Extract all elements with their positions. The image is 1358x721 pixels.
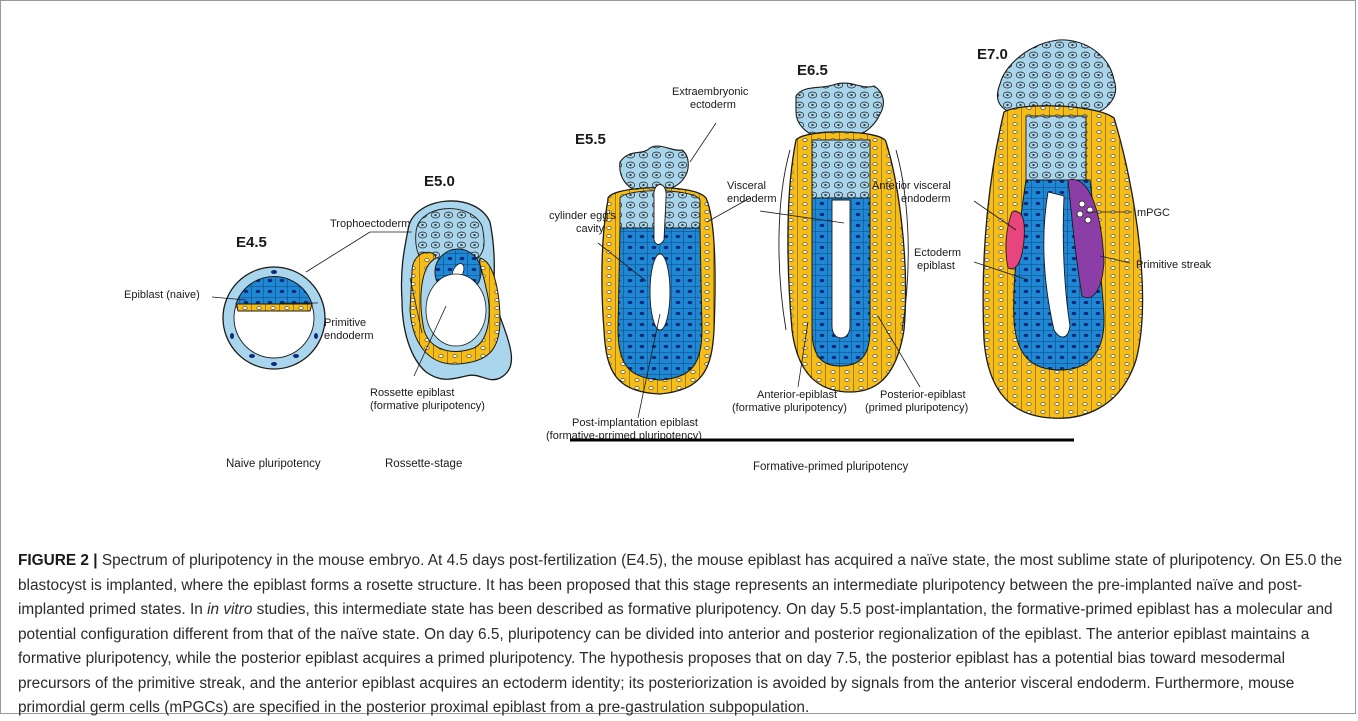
stage-e70: E7.0 <box>977 46 1008 63</box>
caption-label: FIGURE 2 | <box>18 552 98 569</box>
label-visceral-endoderm-2: endoderm <box>727 193 777 205</box>
stage-e55: E5.5 <box>575 131 606 148</box>
label-epiblast-naive: Epiblast (naive) <box>124 289 200 301</box>
label-extraembryonic-1: Extraembryonic <box>672 86 749 98</box>
label-post-implantation-1: Post-implantation epiblast <box>572 417 698 429</box>
e65-embryo <box>779 83 908 392</box>
label-trophoectoderm: Trophoectoderm <box>330 218 410 230</box>
category-formative-primed: Formative-primed pluripotency <box>753 461 909 473</box>
label-visceral-endoderm-1: Visceral <box>727 180 766 192</box>
label-posterior-epiblast-2: (primed pluripotency) <box>865 402 968 414</box>
figure-caption: FIGURE 2 | Spectrum of pluripotency in t… <box>18 549 1346 721</box>
label-anterior-visceral-1: Anterior visceral <box>872 180 951 192</box>
e50-embryo <box>401 201 511 380</box>
label-anterior-visceral-2: endoderm <box>901 193 951 205</box>
label-primitive-streak: Primitive streak <box>1136 259 1212 271</box>
label-ectoderm-epiblast-2: epiblast <box>917 260 955 272</box>
e55-embryo <box>602 146 715 394</box>
stage-e65: E6.5 <box>797 62 828 79</box>
label-rossette-epiblast-2: (formative pluripotency) <box>370 400 485 412</box>
stage-e50: E5.0 <box>424 173 455 190</box>
e70-embryo <box>983 40 1142 418</box>
category-labels: Naive pluripotency Rossette-stage Format… <box>226 458 909 473</box>
label-anterior-epiblast-2: (formative pluripotency) <box>732 402 847 414</box>
label-mpgc: mPGC <box>1137 207 1170 219</box>
caption-text-2: studies, this intermediate state has bee… <box>18 601 1333 716</box>
label-ectoderm-epiblast-1: Ectoderm <box>914 247 961 259</box>
stage-e45: E4.5 <box>236 234 267 251</box>
figure-illustration: E4.5 E5.0 E5.5 E6.5 E7.0 Trophoectoderm … <box>0 0 1358 545</box>
label-anterior-epiblast-1: Anterior-epiblast <box>757 389 837 401</box>
e45-embryo <box>223 267 325 369</box>
label-posterior-epiblast-1: Posterior-epiblast <box>880 389 966 401</box>
caption-italic: in vitro <box>207 601 252 618</box>
category-naive: Naive pluripotency <box>226 458 321 470</box>
label-primitive-endoderm-1: Primitive <box>324 317 366 329</box>
label-cylinder-cavity-2: cavity <box>576 223 605 235</box>
label-primitive-endoderm-2: endoderm <box>324 330 374 342</box>
label-cylinder-cavity-1: cylinder egg's <box>549 210 616 222</box>
category-rossette: Rossette-stage <box>385 458 462 470</box>
label-extraembryonic-2: ectoderm <box>690 99 736 111</box>
label-rossette-epiblast-1: Rossette epiblast <box>370 387 454 399</box>
